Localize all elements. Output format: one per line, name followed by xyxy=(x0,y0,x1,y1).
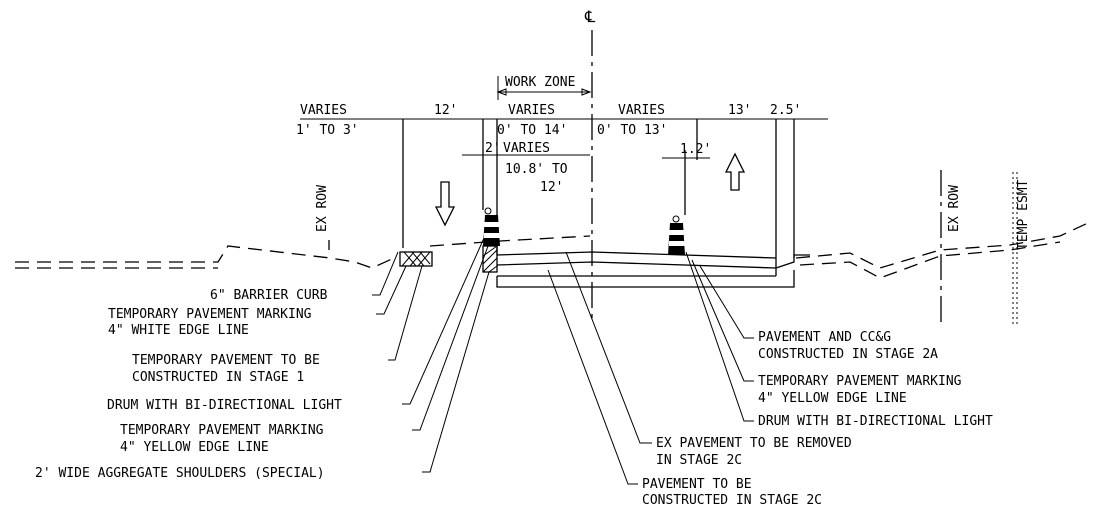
callout-drum-right: DRUM WITH BI-DIRECTIONAL LIGHT xyxy=(758,414,993,429)
existing-pavement-top xyxy=(429,235,591,247)
callout-drum-left: DRUM WITH BI-DIRECTIONAL LIGHT xyxy=(107,398,342,413)
leader-line xyxy=(422,271,490,473)
pavement-stage2c xyxy=(496,270,795,288)
centerline-symbol: ℄ xyxy=(584,7,596,26)
leader-line xyxy=(565,251,652,444)
callout-stage-2c-constructed: CONSTRUCTED IN STAGE 2C xyxy=(642,493,822,508)
leader-line xyxy=(376,265,407,315)
leader-line xyxy=(388,265,423,361)
callout-barrier-curb: 6" BARRIER CURB xyxy=(210,288,328,303)
dim-varies-center-right: VARIES xyxy=(618,103,665,118)
arrow-icon xyxy=(496,88,507,96)
arrow-icon xyxy=(581,88,592,96)
leader-line xyxy=(685,251,754,422)
pavement-mid xyxy=(496,261,777,269)
pavement-top xyxy=(496,251,777,259)
dim-range-left: 1' TO 3' xyxy=(296,123,359,138)
leader-line xyxy=(412,237,492,431)
ex-row-left-label: EX ROW xyxy=(315,185,330,232)
dim-varies-center-left: VARIES xyxy=(508,103,555,118)
leader-line xyxy=(691,259,754,382)
callout-ex-pavement: EX PAVEMENT TO BE REMOVED xyxy=(656,436,852,451)
existing-ground-right xyxy=(799,241,1061,279)
dim-range-center-right: 0' TO 13' xyxy=(597,123,667,138)
dim-range-center-left: 0' TO 14' xyxy=(497,123,567,138)
callout-aggregate-shoulders: 2' WIDE AGGREGATE SHOULDERS (SPECIAL) xyxy=(35,466,325,481)
callout-temp-pavement: TEMPORARY PAVEMENT TO BE xyxy=(132,353,320,368)
hatch-pattern xyxy=(401,251,431,267)
dim-shoulder-2: 2' xyxy=(485,141,501,156)
drum-icon xyxy=(668,215,685,255)
arrow-down-icon xyxy=(434,181,456,227)
callout-temp-marking-yellow: TEMPORARY PAVEMENT MARKING xyxy=(120,423,324,438)
dim-gap-right: 1.2' xyxy=(680,142,711,157)
dim-range-pave-2: 12' xyxy=(540,180,563,195)
work-zone-label: WORK ZONE xyxy=(505,75,575,90)
arrow-up-icon xyxy=(724,152,746,191)
callout-stage-1: CONSTRUCTED IN STAGE 1 xyxy=(132,370,304,385)
callout-white-edge-line: 4" WHITE EDGE LINE xyxy=(108,323,249,338)
dim-varies-left: VARIES xyxy=(300,103,347,118)
dim-varies-pave: VARIES xyxy=(503,141,550,156)
callout-pavement-to-be: PAVEMENT TO BE xyxy=(642,477,752,492)
callout-temp-marking-yellow-right: TEMPORARY PAVEMENT MARKING xyxy=(758,374,962,389)
callout-stage-2a: CONSTRUCTED IN STAGE 2A xyxy=(758,347,938,362)
drum-icon xyxy=(483,207,500,246)
leader-line xyxy=(699,265,754,339)
hatch-pattern xyxy=(482,245,498,273)
callout-stage-2c-removed: IN STAGE 2C xyxy=(656,453,742,468)
temp-esmt-label: TEMP ESMT xyxy=(1016,179,1031,250)
callout-pavement-ccg: PAVEMENT AND CC&G xyxy=(758,330,891,345)
existing-ground-right xyxy=(795,221,1091,269)
existing-ground-left xyxy=(15,245,395,269)
dim-range-pave-1: 10.8' TO xyxy=(505,162,568,177)
dim-lane-left: 12' xyxy=(434,103,457,118)
leader-line xyxy=(547,269,638,485)
callout-yellow-edge-line-right: 4" YELLOW EDGE LINE xyxy=(758,391,907,406)
curb-gutter xyxy=(775,254,810,276)
callout-yellow-edge-line-left: 4" YELLOW EDGE LINE xyxy=(120,440,269,455)
leader-line xyxy=(402,237,485,405)
callout-temp-marking-white: TEMPORARY PAVEMENT MARKING xyxy=(108,307,312,322)
dim-shoulder-right: 2.5' xyxy=(770,103,801,118)
ex-row-right-label: EX ROW xyxy=(947,185,962,232)
dim-lane-right: 13' xyxy=(728,103,751,118)
leader-line xyxy=(372,251,399,296)
